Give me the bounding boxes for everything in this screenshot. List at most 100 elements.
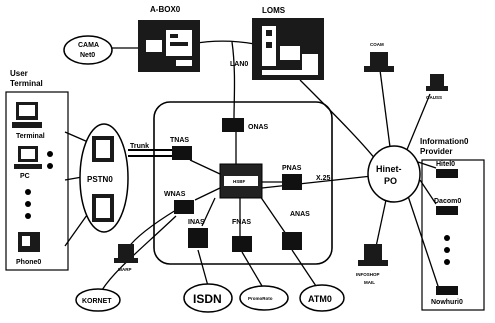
hinet-hitel-link [417,161,437,169]
user-terminal-frame [5,91,69,271]
inas-label: INAS [188,219,205,226]
pc-label: PC [20,173,30,180]
isdn-label: ISDN [193,292,222,306]
isdn-ellipse [183,283,233,313]
dacom-server-icon [436,206,458,215]
warp-label: WARP [118,267,132,272]
user-terminal-title-2: Terminal [10,79,43,88]
connection-lines [64,40,441,293]
promo-ellipse [239,285,289,311]
infoshop-node: INFOSHOP MAIL [356,244,388,285]
hinet-dacom-link [419,179,437,205]
loms-monitor-icon [280,46,300,60]
hsbf-inas-link [201,197,216,227]
terminal-label: Terminal [16,133,45,140]
inas-node: INAS [188,219,208,248]
hitel-server-icon [436,169,458,178]
wnas-node: WNAS [164,191,194,214]
hinet-gauss-link [405,93,431,153]
pstn-node: PSTN0 [79,123,129,233]
anas-atm-link [291,249,317,287]
fnas-node: FNAS [232,219,252,252]
x25-link [261,175,373,189]
kornet-label: KORNET [82,298,112,305]
atm-ellipse [299,284,345,312]
lan-onas-link [231,41,236,119]
pstn-label: PSTN0 [87,175,113,184]
wnas-warp-link [127,209,177,249]
a-box-monitor-icon [146,40,162,52]
info-provider-frame [421,159,485,311]
nas-frame [153,101,333,265]
onas-node: ONAS [222,118,269,132]
hinet-node: Hinet- PO [367,145,421,203]
hinet-po-label: PO [384,176,397,186]
infoshop-mail-label: MAIL [364,280,375,285]
promo-label: PromoRoto [248,296,273,301]
gauss-label: GAUSS [426,95,442,100]
user-terminal-group: User Terminal Terminal PC Phone0 [5,69,69,271]
hinet-ellipse [367,145,421,203]
terminal-icon [12,102,42,128]
gauss-node: GAUSS [426,74,448,100]
coam-node: COAM [364,42,394,72]
warp-node: WARP [114,244,138,272]
kornet-node: KORNET [75,288,121,312]
atm-node: ATM0 [299,284,345,312]
fnas-box [232,236,252,252]
cama-node: CAMA Net0 [63,35,113,65]
wnas-label: WNAS [164,191,186,198]
lan-label: LAN0 [230,61,248,68]
phone-label: Phone0 [16,259,41,266]
a-box-node: A-BOX0 [138,5,200,72]
hinet-coam-link [379,69,391,148]
x25-label: X.25 [316,175,331,182]
infoshop-icon [364,244,382,260]
cama-net-label: Net0 [80,52,95,59]
onas-box [222,118,244,132]
cama-label: CAMA [78,42,99,49]
wnas-hsbf-link [194,187,221,201]
tnas-hsbf-link [189,159,221,175]
pnas-box [282,174,302,190]
kornet-ellipse [75,288,121,312]
nowhuri-label: Nowhuri0 [431,299,463,306]
tnas-box [172,146,192,160]
fnas-label: FNAS [232,219,251,226]
warp-icon [118,244,134,258]
loms-hinet-link [299,79,377,161]
inas-box [188,228,208,248]
inas-isdn-link [197,249,209,287]
gauss-icon [430,74,444,86]
info-provider-title: Information0 [420,137,469,146]
anas-box [282,232,302,250]
tnas-node: TNAS [170,137,192,160]
wnas-box [174,200,194,214]
loms-label: LOMS [262,6,286,15]
info-provider-title-2: Provider [420,147,452,156]
coam-icon [370,52,388,66]
hsbf-label: HSBF [233,179,246,184]
onas-label: ONAS [248,124,269,131]
pc-icon [14,146,42,169]
info-provider-group: Information0 Provider Hitel0 Dacom0 Nowh… [420,137,485,311]
phone-icon [18,232,40,252]
trunk-label: Trunk [130,143,149,150]
hinet-nowhuri-link [407,195,441,293]
anas-label: ANAS [290,211,310,218]
hsbf-node: HSBF [219,163,263,199]
pnas-node: PNAS [282,165,302,190]
dacom-label: Dacom0 [434,198,461,205]
hinet-label: Hinet- [376,164,402,174]
coam-label: COAM [370,42,384,47]
fnas-promo-link [241,251,263,287]
nowhuri-server-icon [436,286,458,295]
anas-node: ANAS [282,211,310,250]
cama-ellipse [63,35,113,65]
user-terminal-title: User [10,69,28,78]
loms-printer-icon [302,54,318,70]
atm-label: ATM0 [308,294,332,304]
pnas-label: PNAS [282,165,302,172]
